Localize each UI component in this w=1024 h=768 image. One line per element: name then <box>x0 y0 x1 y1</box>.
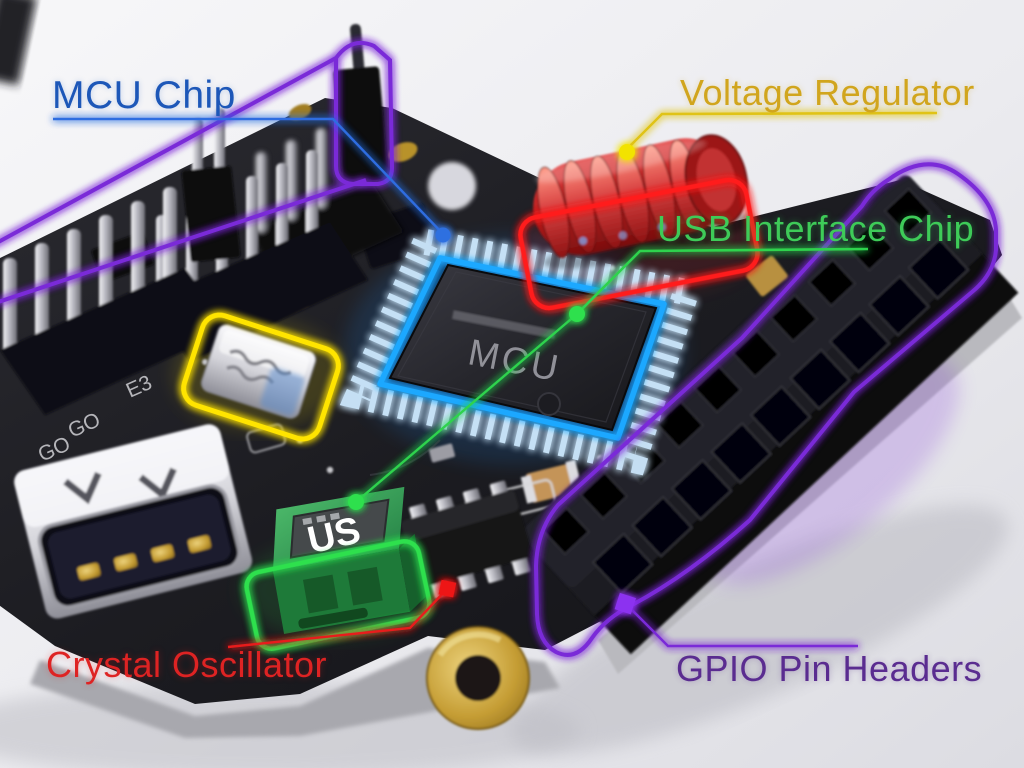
gpio-outline-left <box>0 41 395 304</box>
socket-row-near <box>591 237 970 595</box>
mounting-pad-silver <box>428 162 476 210</box>
shell-punch-mark <box>138 467 177 501</box>
usb-leader-dot <box>569 306 585 322</box>
usb-contacts <box>77 535 212 581</box>
gpio-leader <box>614 592 858 648</box>
crystal-engraving <box>226 365 275 385</box>
usb-module-dot <box>348 494 364 510</box>
pin-header-row-front <box>0 187 230 415</box>
usb-module-outline <box>244 539 432 651</box>
voltage-regulator-label: Voltage Regulator <box>680 72 975 113</box>
crystal-outline <box>181 312 341 442</box>
header-pin <box>349 24 366 80</box>
usb-connector <box>13 424 253 619</box>
shell-punch-mark <box>63 471 102 505</box>
gpio-leader-dot <box>614 592 637 615</box>
cube-side-face <box>399 533 426 612</box>
mcu-pin1-dimple <box>537 392 561 416</box>
header-body <box>0 268 230 415</box>
mcu-leader-dot <box>435 227 451 243</box>
foreground-blur <box>0 0 37 86</box>
crystal-leader-dot <box>438 579 457 598</box>
header-pin <box>3 258 17 353</box>
soic-chip <box>401 480 532 599</box>
socket-row-far <box>540 187 933 556</box>
mcu-marking-line <box>452 310 556 339</box>
cube-label-plate <box>289 498 390 559</box>
header-pin <box>99 215 113 310</box>
header-pin <box>163 187 177 282</box>
header-pin <box>306 150 318 238</box>
mounting-hole-gold <box>426 626 530 730</box>
board-shadow <box>511 505 1009 755</box>
header-pin <box>131 201 145 296</box>
voltage-leader <box>619 111 938 160</box>
gpio-header-block <box>521 175 1019 655</box>
mcu-chip-label: MCU Chip <box>52 74 236 117</box>
usb-module-cube: US <box>272 486 426 634</box>
header-pin <box>35 243 49 338</box>
header-pin <box>246 176 258 264</box>
voltage-regulator-outline <box>518 177 760 311</box>
mcu-chip: MCU <box>339 227 703 476</box>
header-pin <box>316 128 327 208</box>
crystal-oscillator-label: Crystal Oscillator <box>46 644 328 685</box>
crystal-leader <box>227 579 457 649</box>
gpio-pin-headers-label: GPIO Pin Headers <box>676 648 983 689</box>
header-pin <box>286 140 297 220</box>
mcu-pins-glow <box>339 227 703 476</box>
crystal-component <box>200 323 317 419</box>
usb-interface-chip-label: USB Interface Chip <box>657 208 975 249</box>
voltage-leader-dot <box>619 144 635 160</box>
mcu-leader <box>53 117 451 243</box>
usb-leader <box>348 247 869 510</box>
pin-header-small <box>333 24 389 184</box>
